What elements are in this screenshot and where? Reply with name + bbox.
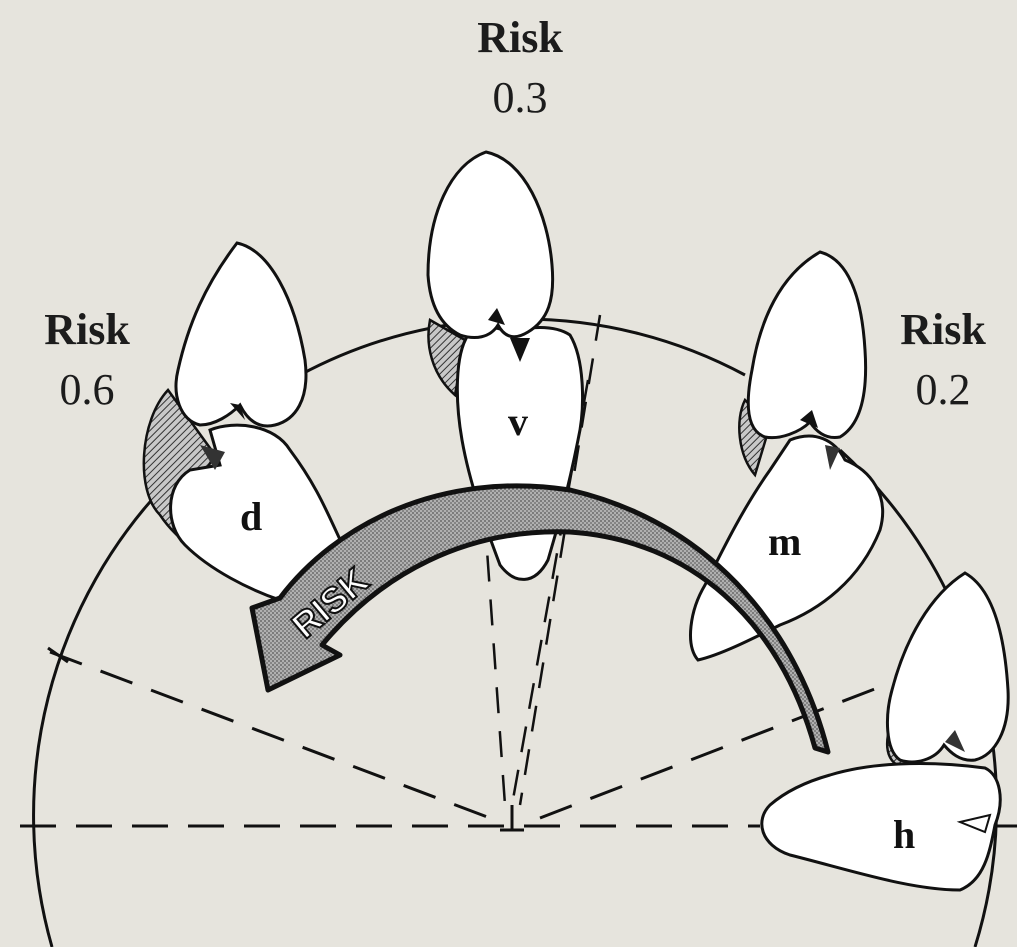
risk-label-top-title: Risk (455, 8, 585, 68)
risk-label-top: Risk 0.3 (455, 8, 585, 128)
tooth-v-letter: v (508, 399, 528, 444)
tooth-h-lower (762, 764, 1000, 890)
tooth-v-upper (428, 152, 553, 338)
tooth-m: m (691, 252, 883, 660)
risk-label-right-value: 0.2 (878, 360, 1008, 420)
tooth-d-upper (176, 243, 306, 426)
risk-label-left: Risk 0.6 (22, 300, 152, 420)
risk-label-top-value: 0.3 (455, 68, 585, 128)
risk-label-left-title: Risk (22, 300, 152, 360)
tooth-m-letter: m (768, 519, 801, 564)
tooth-d: d (144, 243, 345, 600)
tooth-h-letter: h (893, 812, 915, 857)
risk-label-right-title: Risk (878, 300, 1008, 360)
tooth-h-upper (887, 573, 1008, 762)
risk-label-left-value: 0.6 (22, 360, 152, 420)
head-outline (34, 480, 170, 947)
tooth-d-letter: d (240, 494, 262, 539)
tooth-h: h (762, 573, 1008, 890)
tooth-m-upper (748, 252, 865, 438)
risk-label-right: Risk 0.2 (878, 300, 1008, 420)
